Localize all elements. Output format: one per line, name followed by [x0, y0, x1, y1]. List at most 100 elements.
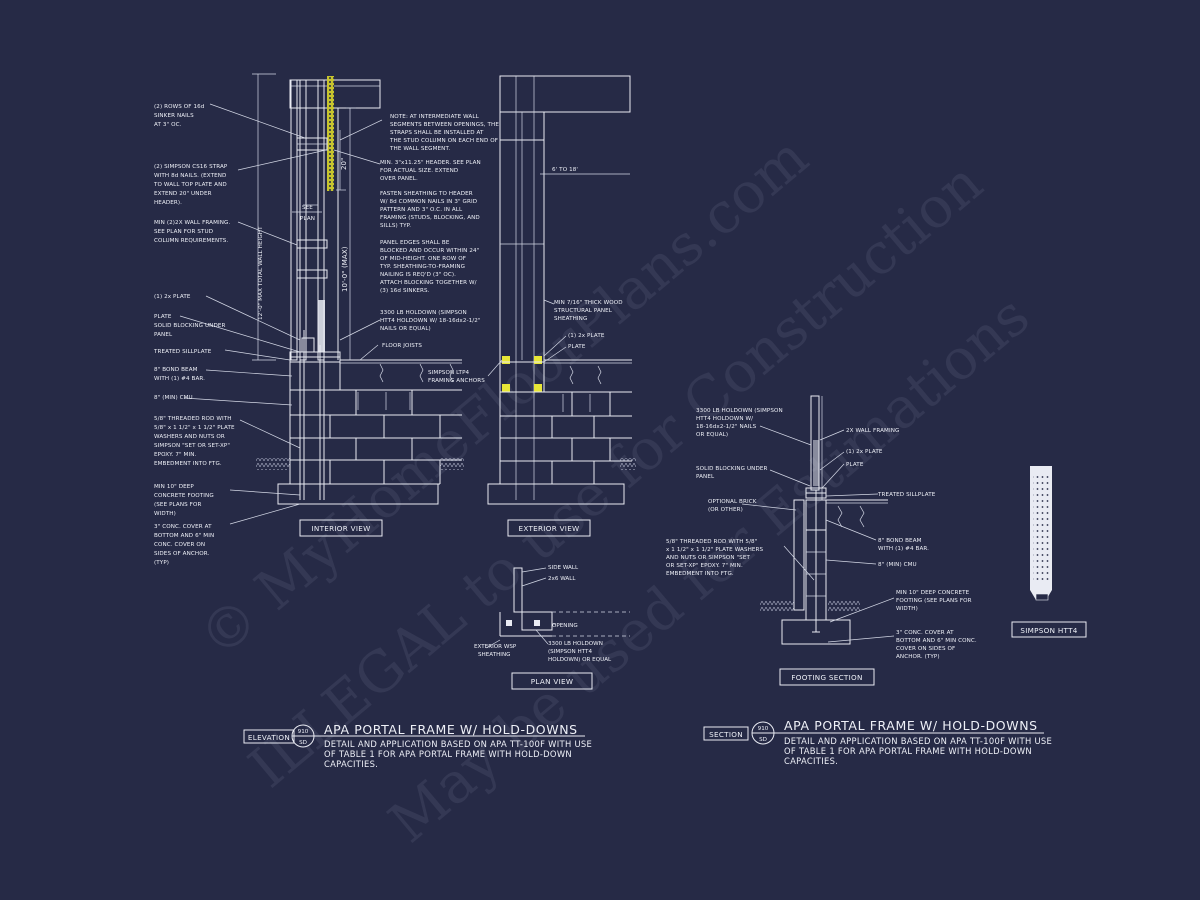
note-intermediate-2: SEGMENTS BETWEEN OPENINGS, THE — [390, 122, 499, 128]
note-bond-beam-2: WITH (1) #4 BAR. — [154, 376, 205, 382]
note-intermediate-1: NOTE: AT INTERMEDIATE WALL — [390, 114, 480, 120]
exterior-view-label: EXTERIOR VIEW — [519, 524, 580, 533]
note-cover-4: SIDES OF ANCHOR. — [154, 551, 209, 557]
title-right-tag: SECTION — [709, 730, 743, 739]
note-framing-2: SEE PLAN FOR STUD — [154, 229, 213, 235]
note-sinker-3: AT 3" OC. — [154, 122, 182, 128]
note-fs-brick-1: OPTIONAL BRICK — [708, 499, 757, 505]
note-fs-bond-beam-1: 8" BOND BEAM — [878, 538, 922, 544]
note-rod-5: EPOXY. 7" MIN. — [154, 452, 196, 458]
note-sinker-2: SINKER NAILS — [154, 113, 194, 119]
note-fasten-3: PATTERN AND 3" O.C. IN ALL — [380, 207, 463, 213]
note-fs-rod-1: 5/8" THREADED ROD WITH 5/8" — [666, 539, 758, 545]
note-fs-cover-4: ANCHOR. (TYP) — [896, 654, 940, 660]
brick-veneer — [793, 499, 805, 611]
note-sheathing-3: SHEATHING — [554, 316, 587, 322]
interior-left-notes: (2) ROWS OF 16d SINKER NAILS AT 3" OC. (… — [153, 104, 235, 566]
title-left-desc-3: CAPACITIES. — [324, 759, 378, 769]
stud-left — [290, 79, 298, 361]
footing-section-label: FOOTING SECTION — [791, 673, 862, 682]
title-right-title: APA PORTAL FRAME W/ HOLD-DOWNS — [784, 718, 1038, 733]
title-left-title: APA PORTAL FRAME W/ HOLD-DOWNS — [324, 722, 578, 737]
note-fs-cover-1: 3" CONC. COVER AT — [896, 630, 954, 636]
note-wsp-1: EXTERIOR WSP — [474, 644, 517, 650]
title-right-desc-3: CAPACITIES. — [784, 756, 838, 766]
note-fs-holdown-1: 3300 LB HOLDOWN (SIMPSON — [696, 408, 783, 414]
note-strap-5: HEADER). — [154, 200, 182, 206]
note-cover-5: (TYP) — [154, 560, 169, 566]
note-fs-holdown-4: OR EQUAL) — [696, 432, 728, 438]
header-beam — [289, 79, 381, 109]
note-span: 6' TO 18' — [552, 167, 578, 173]
htt4-label: SIMPSON HTT4 — [1020, 626, 1077, 635]
note-fasten-4: FRAMING (STUDS, BLOCKING, AND — [380, 215, 480, 221]
plan-view-label-box — [511, 672, 593, 690]
note-fs-footing-1: MIN 10" DEEP CONCRETE — [896, 590, 970, 596]
interior-view: 12'-0" MAX TOTAL WALL HEIGHT 10'-0" (MAX… — [153, 73, 499, 566]
note-fasten-1: FASTEN SHEATHING TO HEADER — [380, 191, 473, 197]
note-cover-1: 3" CONC. COVER AT — [154, 524, 212, 530]
note-plate-2x: (1) 2x PLATE — [154, 294, 191, 300]
note-fasten-5: SILLS) TYP. — [380, 223, 411, 229]
interior-view-label-box — [299, 519, 383, 537]
see-plan-1: SEE — [302, 205, 313, 211]
title-left-tag: ELEVATION — [248, 733, 290, 742]
note-fs-blocking-1: SOLID BLOCKING UNDER — [696, 466, 768, 472]
title-block-elevation: ELEVATION 910 SD APA PORTAL FRAME W/ HOL… — [243, 722, 592, 769]
note-fs-plate-2x: (1) 2x PLATE — [846, 449, 883, 455]
note-fs-holdown-3: 18-16dx2-1/2" NAILS — [696, 424, 757, 430]
note-cmu: 8" (MIN) CMU — [154, 395, 193, 401]
note-strap-3: TO WALL TOP PLATE AND — [153, 182, 227, 188]
plan-view-label: PLAN VIEW — [531, 677, 573, 686]
note-floor-joists: FLOOR JOISTS — [382, 343, 422, 349]
footing-section: 3300 LB HOLDOWN (SIMPSON HTT4 HOLDOWN W/… — [666, 395, 977, 686]
htt4-label-box — [1011, 621, 1087, 638]
note-fs-rod-3: AND NUTS OR SIMPSON "SET — [666, 555, 750, 561]
title-left-sheet: SD — [299, 740, 307, 746]
note-fs-brick-2: (OR OTHER) — [708, 507, 743, 513]
note-sheathing-2: STRUCTURAL PANEL — [554, 308, 613, 314]
note-fs-framing: 2X WALL FRAMING — [846, 428, 899, 434]
note-2x6-wall: 2x6 WALL — [548, 576, 576, 582]
note-fs-bond-beam-2: WITH (1) #4 BAR. — [878, 546, 929, 552]
note-wsp-2: SHEATHING — [478, 652, 510, 658]
footing-concrete — [781, 619, 851, 645]
title-left-number: 910 — [298, 729, 309, 735]
ltp4-anchor — [502, 356, 510, 364]
note-sillplate: TREATED SILLPLATE — [153, 349, 212, 355]
note-rod-3: WASHERS AND NUTS OR — [154, 434, 225, 440]
title-block-section: SECTION 910 SD APA PORTAL FRAME W/ HOLD-… — [703, 718, 1052, 766]
dim-total-text: 12'-0" MAX TOTAL WALL HEIGHT — [258, 226, 264, 320]
note-plan-holdown-2: (SIMPSON HTT4 — [548, 649, 592, 655]
note-opening: OPENING — [552, 623, 578, 629]
note-rod-4: SIMPSON "SET OR SET-XP" — [154, 443, 230, 449]
footing-section-label-box — [779, 668, 875, 686]
note-intermediate-5: THE WALL SEGMENT. — [389, 146, 450, 152]
dim-strap-text: 20" — [340, 158, 348, 170]
note-cover-3: CONC. COVER ON — [154, 542, 205, 548]
note-rod-1: 5/8" THREADED ROD WITH — [154, 416, 232, 422]
note-cover-2: BOTTOM AND 6" MIN — [154, 533, 214, 539]
note-fs-sillplate: TREATED SILLPLATE — [877, 492, 936, 498]
note-strap-2: WITH 8d NAILS. (EXTEND — [154, 173, 226, 179]
note-ext-plate: PLATE — [568, 344, 586, 350]
note-blocking-1: SOLID BLOCKING UNDER — [154, 323, 226, 329]
note-fs-holdown-2: HTT4 HOLDOWN W/ — [696, 416, 753, 422]
note-ltp4-2: FRAMING ANCHORS — [428, 378, 485, 384]
note-fs-cover-3: COVER ON SIDES OF — [896, 646, 955, 652]
note-bond-beam-1: 8" BOND BEAM — [154, 367, 198, 373]
simpson-htt4: SIMPSON HTT4 — [1011, 466, 1087, 638]
note-fs-cmu: 8" (MIN) CMU — [878, 562, 917, 568]
wall-2x6 — [521, 611, 553, 631]
note-ext-plate-2x: (1) 2x PLATE — [568, 333, 605, 339]
note-intermediate-4: THE STUD COLUMN ON EACH END OF — [389, 138, 498, 144]
bond-beam — [289, 361, 341, 391]
see-plan-2: PLAN — [300, 216, 315, 222]
note-edges-1: PANEL EDGES SHALL BE — [380, 240, 450, 246]
interior-right-notes: NOTE: AT INTERMEDIATE WALL SEGMENTS BETW… — [379, 114, 499, 349]
note-fs-footing-2: FOOTING (SEE PLANS FOR — [896, 598, 972, 604]
note-edges-5: NAILING IS REQ'D (3" OC). — [380, 272, 456, 278]
ext-header — [499, 75, 631, 113]
note-header-1: MIN. 3"x11.25" HEADER. SEE PLAN — [380, 160, 481, 166]
